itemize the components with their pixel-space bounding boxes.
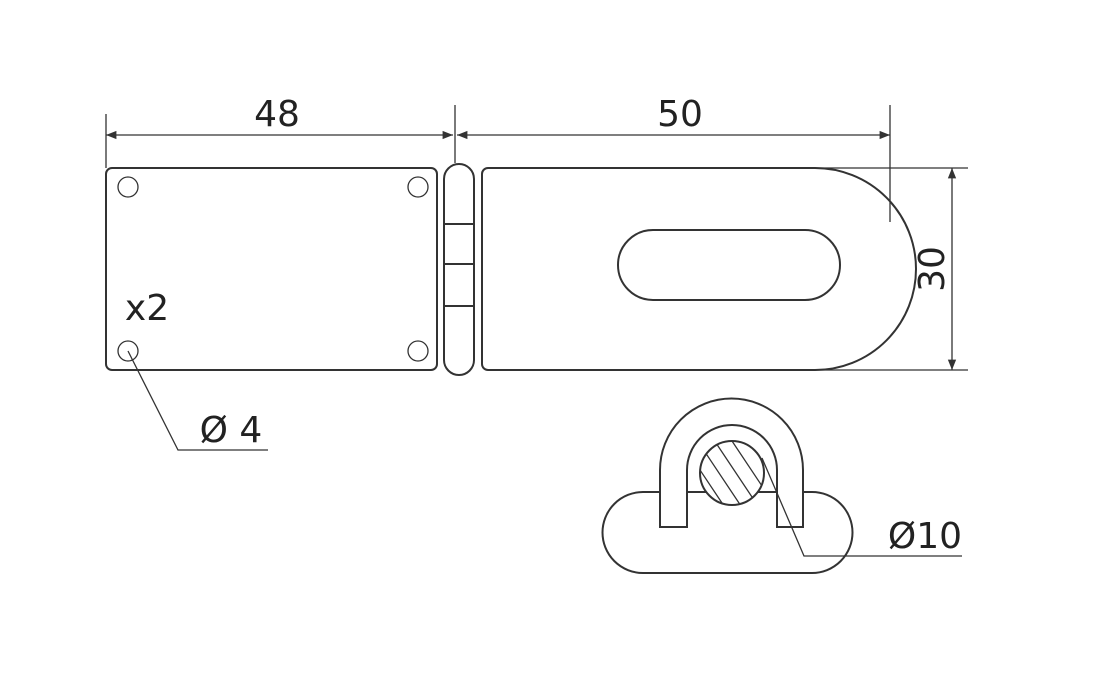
hole-diameter-label: Ø 4 [200,410,263,451]
dimension-height: 30 [815,167,968,371]
staple-diameter-label: Ø10 [888,516,962,557]
screw-hole [117,176,139,198]
dimension-label-30: 30 [912,246,953,292]
screw-hole [407,176,429,198]
hole-count-label: x2 [125,288,169,329]
dimension-right-width: 50 [457,94,891,222]
staple-side-view: Ø10 [601,397,962,574]
hasp-slotted-flap [481,167,917,371]
staple-slot [617,229,841,301]
dimension-label-50: 50 [657,94,703,135]
dimension-label-48: 48 [254,94,300,135]
hasp-base-plate [105,167,438,371]
staple-rod-section [700,441,764,505]
hinge-knuckle [443,163,475,376]
hole-callout: x2 Ø 4 [125,288,268,451]
dimension-left-width: 48 [105,94,456,168]
screw-hole [117,340,139,362]
screw-hole [407,340,429,362]
